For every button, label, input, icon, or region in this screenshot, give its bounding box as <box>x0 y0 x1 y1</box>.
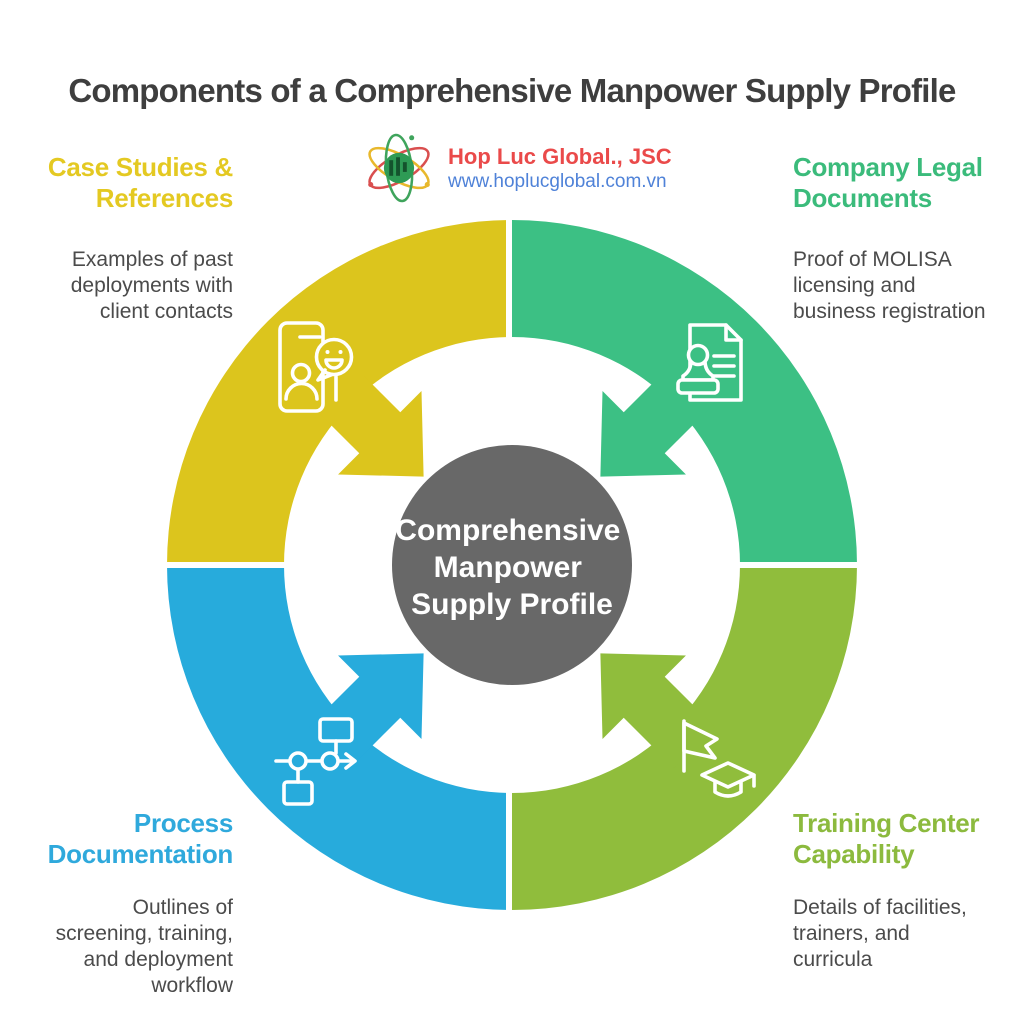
section-training-center: Training Center Capability Details of fa… <box>793 808 1021 973</box>
heading-line: Process <box>133 808 233 838</box>
section-heading: Case Studies & References <box>13 152 233 214</box>
body-line: screening, training, <box>55 922 233 945</box>
logo-website: www.hoplucglobal.com.vn <box>448 170 667 192</box>
section-case-studies: Case Studies & References Examples of pa… <box>13 152 233 325</box>
heading-line: Capability <box>793 839 915 869</box>
body-line: business registration <box>793 300 986 323</box>
arrow-bottom-right <box>600 653 715 768</box>
body-line: licensing and <box>793 274 916 297</box>
workflow-icon <box>274 717 357 806</box>
section-process-documentation: Process Documentation Outlines of screen… <box>8 808 234 999</box>
body-line: Examples of past <box>71 248 233 271</box>
section-body: Outlines of screening, training, and dep… <box>8 895 233 999</box>
section-company-legal: Company Legal Documents Proof of MOLISA … <box>793 152 1018 325</box>
section-body: Examples of past deployments with client… <box>13 247 233 325</box>
logo-company-name: Hop Luc Global., JSC <box>448 143 672 169</box>
logo: Hop Luc Global., JSC www.hoplucglobal.co… <box>360 132 672 204</box>
section-heading: Training Center Capability <box>793 808 1021 870</box>
section-body: Proof of MOLISA licensing and business r… <box>793 247 1018 325</box>
body-line: Proof of MOLISA <box>793 248 952 271</box>
body-line: Details of facilities, <box>793 896 967 919</box>
logo-atom-icon <box>368 133 430 203</box>
document-stamp-icon <box>676 323 743 402</box>
body-line: trainers, and <box>793 922 910 945</box>
body-line: deployments with <box>70 274 233 297</box>
flag-graduation-icon <box>682 719 756 798</box>
heading-line: Case Studies & <box>47 152 233 182</box>
center-circle <box>392 445 632 685</box>
heading-line: Documentation <box>47 839 234 869</box>
heading-line: References <box>95 183 234 213</box>
body-line: and deployment <box>83 948 233 971</box>
center-label: Comprehensive Manpower Supply Profile <box>395 514 628 621</box>
heading-line: Training Center <box>793 808 980 838</box>
heading-line: Company Legal <box>793 152 983 182</box>
section-heading: Company Legal Documents <box>793 152 1018 214</box>
page-title: Components of a Comprehensive Manpower S… <box>68 72 956 109</box>
phone-feedback-icon <box>278 321 354 413</box>
body-line: Outlines of <box>132 896 233 919</box>
body-line: curricula <box>793 948 873 971</box>
body-line: client contacts <box>99 300 233 323</box>
heading-line: Documents <box>793 183 932 213</box>
section-heading: Process Documentation <box>8 808 234 870</box>
section-body: Details of facilities, trainers, and cur… <box>793 895 1021 973</box>
body-line: workflow <box>151 974 233 997</box>
